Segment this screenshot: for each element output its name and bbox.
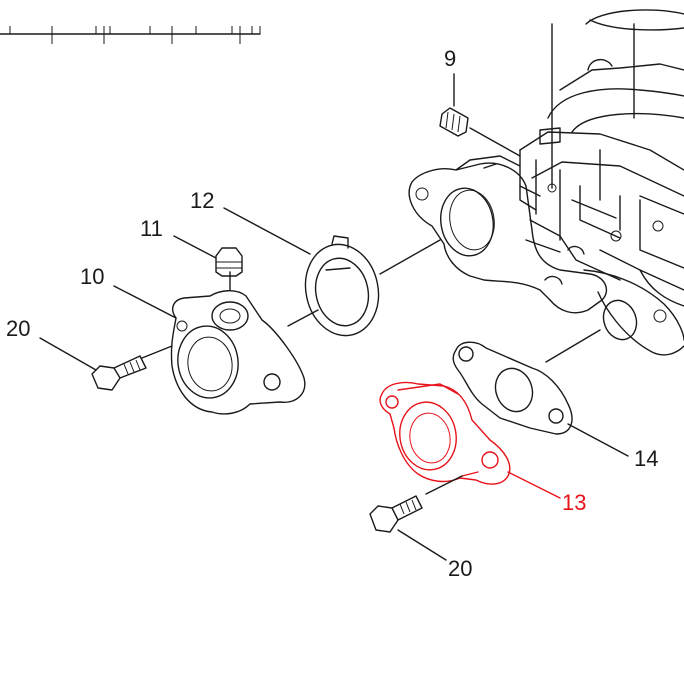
shim-plate-part-12 xyxy=(287,235,441,337)
union-body-part-10 xyxy=(141,271,306,415)
callout-labels: 9 10 11 12 13 14 20 20 xyxy=(6,46,658,581)
callout-9: 9 xyxy=(444,46,456,71)
gasket-part-14 xyxy=(452,329,601,435)
leader-lines xyxy=(39,73,629,561)
intake-manifold xyxy=(408,155,608,314)
carburetor-body xyxy=(519,9,684,356)
callout-11: 11 xyxy=(140,216,163,241)
callout-10: 10 xyxy=(80,264,104,289)
scale-ruler xyxy=(0,26,261,44)
callout-13: 13 xyxy=(562,490,586,515)
callout-20-lower: 20 xyxy=(448,556,472,581)
callout-12: 12 xyxy=(190,188,214,213)
flange-part-13-highlighted xyxy=(379,381,511,485)
callout-20-upper: 20 xyxy=(6,316,30,341)
bolt-part-20-upper xyxy=(91,355,147,391)
set-screw-part-11 xyxy=(215,247,243,277)
bolt-part-20-lower xyxy=(369,475,463,533)
plug-screw-part-9 xyxy=(439,107,521,157)
callout-14: 14 xyxy=(634,446,658,471)
